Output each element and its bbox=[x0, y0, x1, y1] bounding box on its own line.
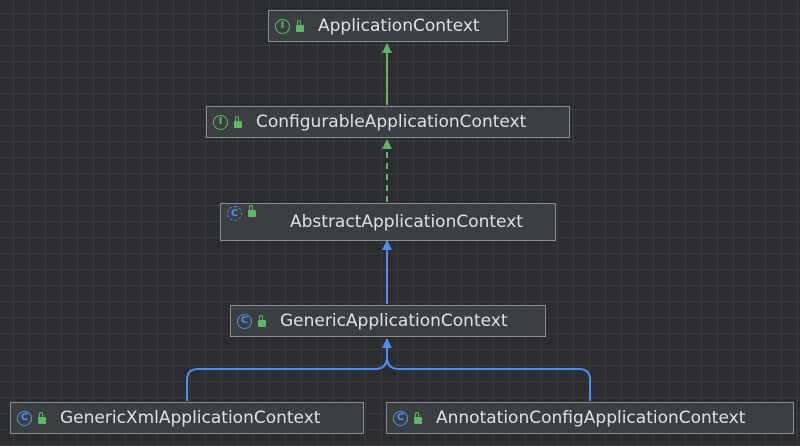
node-generic-application-context[interactable]: C GenericApplicationContext bbox=[230, 305, 546, 337]
interface-icon: I bbox=[213, 114, 228, 130]
node-label: GenericApplicationContext bbox=[280, 311, 508, 331]
edge-generic-xml-to-generic bbox=[186, 338, 392, 401]
class-icon: C bbox=[393, 410, 408, 426]
public-visibility-icon bbox=[258, 314, 266, 327]
interface-icon: I bbox=[275, 18, 290, 34]
class-icon: C bbox=[237, 313, 252, 329]
abstract-class-icon: C bbox=[227, 206, 242, 221]
node-application-context[interactable]: I ApplicationContext bbox=[268, 10, 508, 42]
node-generic-xml-application-context[interactable]: C GenericXmlApplicationContext bbox=[10, 402, 364, 434]
node-label: AbstractApplicationContext bbox=[290, 212, 523, 232]
class-icon: C bbox=[17, 410, 32, 426]
public-visibility-icon bbox=[38, 411, 46, 424]
public-visibility-icon bbox=[414, 411, 422, 424]
node-label: AnnotationConfigApplicationContext bbox=[436, 408, 746, 428]
node-label: ApplicationContext bbox=[318, 16, 480, 36]
node-annotation-config-application-context[interactable]: C AnnotationConfigApplicationContext bbox=[386, 402, 794, 434]
public-visibility-icon bbox=[296, 19, 304, 32]
node-configurable-application-context[interactable]: I ConfigurableApplicationContext bbox=[206, 106, 570, 138]
public-visibility-icon bbox=[248, 205, 256, 217]
node-label: GenericXmlApplicationContext bbox=[60, 408, 321, 428]
edge-annotation-config-to-generic bbox=[386, 339, 591, 401]
node-label: ConfigurableApplicationContext bbox=[256, 112, 527, 132]
node-abstract-application-context[interactable]: C AbstractApplicationContext bbox=[220, 203, 556, 241]
public-visibility-icon bbox=[234, 115, 242, 128]
